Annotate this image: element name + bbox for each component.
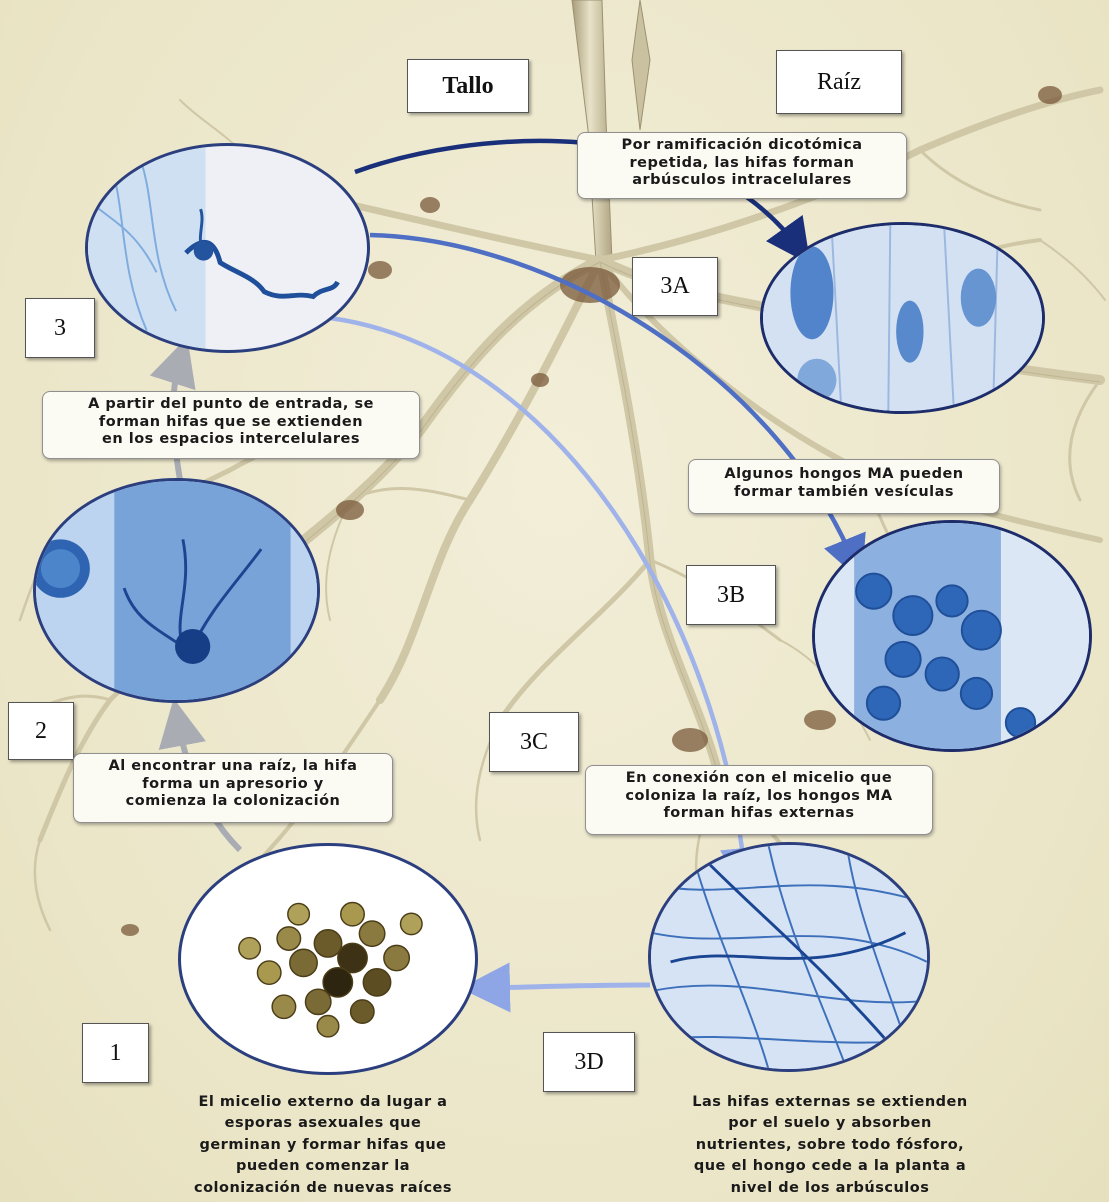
description-line: colonización de nuevas raíces bbox=[148, 1178, 498, 1199]
description-line: que el hongo cede a la planta a bbox=[645, 1156, 1015, 1177]
micrograph-3b-vesicles bbox=[812, 520, 1092, 752]
callout-line: Por ramificación dicotómica bbox=[586, 137, 898, 155]
micrograph-3a-arbuscules bbox=[760, 222, 1045, 414]
callout-line: repetida, las hifas forman bbox=[586, 155, 898, 173]
micrograph-2-appressorium bbox=[33, 478, 320, 703]
description-step-3d: Las hifas externas se extienden por el s… bbox=[645, 1092, 1015, 1199]
description-line: por el suelo y absorben bbox=[645, 1113, 1015, 1134]
callout-line: forman hifas externas bbox=[594, 805, 924, 823]
description-line: nivel de los arbúsculos bbox=[645, 1178, 1015, 1199]
callout-line: en los espacios intercelulares bbox=[51, 431, 411, 449]
callout-line: comienza la colonización bbox=[82, 793, 384, 811]
callout-line: formar también vesículas bbox=[697, 484, 991, 502]
micrograph-3-intercellular-hyphae bbox=[85, 143, 370, 353]
label-step-3: 3 bbox=[25, 298, 95, 358]
description-line: pueden comenzar la bbox=[148, 1156, 498, 1177]
callout-line: arbúsculos intracelulares bbox=[586, 172, 898, 190]
micrograph-1-spores bbox=[178, 843, 478, 1075]
description-step-1: El micelio externo da lugar a esporas as… bbox=[148, 1092, 498, 1199]
description-line: El micelio externo da lugar a bbox=[148, 1092, 498, 1113]
callout-external-hyphae: En conexión con el micelio que coloniza … bbox=[585, 765, 933, 835]
callout-line: A partir del punto de entrada, se bbox=[51, 396, 411, 414]
label-tallo: Tallo bbox=[407, 59, 529, 113]
label-step-3b: 3B bbox=[686, 565, 776, 625]
callout-line: forma un apresorio y bbox=[82, 776, 384, 794]
description-line: esporas asexuales que bbox=[148, 1113, 498, 1134]
arrow-3d-to-1 bbox=[480, 985, 650, 988]
description-line: germinan y formar hifas que bbox=[148, 1135, 498, 1156]
callout-arbuscules: Por ramificación dicotómica repetida, la… bbox=[577, 132, 907, 199]
description-line: nutrientes, sobre todo fósforo, bbox=[645, 1135, 1015, 1156]
callout-entry-point: A partir del punto de entrada, se forman… bbox=[42, 391, 420, 459]
callout-line: Algunos hongos MA pueden bbox=[697, 466, 991, 484]
label-step-3a: 3A bbox=[632, 257, 718, 316]
callout-line: En conexión con el micelio que bbox=[594, 770, 924, 788]
description-line: Las hifas externas se extienden bbox=[645, 1092, 1015, 1113]
callout-appressorium: Al encontrar una raíz, la hifa forma un … bbox=[73, 753, 393, 823]
label-step-2: 2 bbox=[8, 702, 74, 760]
label-step-3c: 3C bbox=[489, 712, 579, 772]
label-step-3d: 3D bbox=[543, 1032, 635, 1092]
label-step-1: 1 bbox=[82, 1023, 149, 1083]
callout-line: forman hifas que se extienden bbox=[51, 414, 411, 432]
callout-line: Al encontrar una raíz, la hifa bbox=[82, 758, 384, 776]
label-raiz: Raíz bbox=[776, 50, 902, 114]
micrograph-3c-external-hyphae bbox=[648, 842, 930, 1072]
callout-vesicles: Algunos hongos MA pueden formar también … bbox=[688, 459, 1000, 514]
callout-line: coloniza la raíz, los hongos MA bbox=[594, 788, 924, 806]
